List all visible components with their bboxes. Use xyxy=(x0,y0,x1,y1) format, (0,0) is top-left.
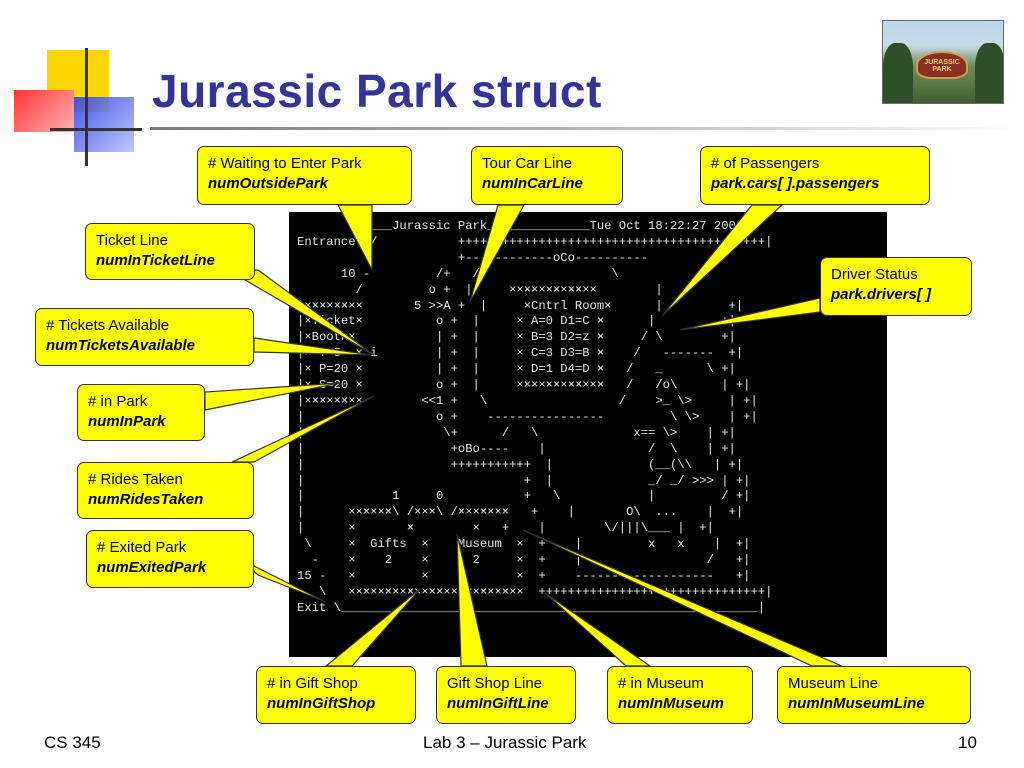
terminal-line: ___Jurassic Park______________Tue Oct 18… xyxy=(297,219,744,233)
callout-label: # in Gift Shop xyxy=(267,675,358,692)
callout-tour-car-line: Tour Car Line numInCarLine xyxy=(471,146,623,205)
callout-in-park: # in Park numInPark xyxy=(77,384,205,441)
terminal-line: 10 - /+ / \ xyxy=(297,266,619,281)
terminal-screenshot: ___Jurassic Park______________Tue Oct 18… xyxy=(289,212,887,657)
callout-variable: numInTicketLine xyxy=(96,252,215,269)
terminal-line: |× T=5 × i | + | × C=3 D3=B × / ------- … xyxy=(297,346,744,361)
callout-exited-park: # Exited Park numExitedPark xyxy=(86,530,254,588)
terminal-line: | ××××××\ /×××\ /××××××× + | O\ ... | +| xyxy=(297,505,744,520)
terminal-line: |×Ticket× o + | × A=0 D1=C × | +| xyxy=(297,314,736,329)
terminal-line: 15 - × × × + ------------------- +| xyxy=(297,568,751,583)
callout-label: # Tickets Available xyxy=(46,317,170,334)
title-underline xyxy=(150,127,1020,130)
callout-variable: numInMuseum xyxy=(618,695,724,712)
callout-num-passengers: # of Passengers park.cars[ ].passengers xyxy=(700,146,930,205)
callout-label: # in Park xyxy=(88,393,148,410)
callout-driver-status: Driver Status park.drivers[ ] xyxy=(820,257,972,316)
callout-variable: numInGiftLine xyxy=(447,695,549,712)
callout-museum-line: Museum Line numInMuseumLine xyxy=(777,666,971,724)
corner-square-blue xyxy=(74,97,134,152)
callout-variable: numOutsidePark xyxy=(208,175,329,192)
callout-label: # Rides Taken xyxy=(88,471,183,488)
terminal-text: ___Jurassic Park______________Tue Oct 18… xyxy=(289,212,887,617)
jurassic-park-logo-image: JURASSIC PARK xyxy=(882,20,1004,104)
terminal-line: Entrance / +++++++++++++++++++++++++++++… xyxy=(297,234,773,249)
callout-variable: numExitedPark xyxy=(97,559,207,576)
callout-variable: numInMuseumLine xyxy=(788,695,925,712)
callout-variable: park.drivers[ ] xyxy=(831,286,932,303)
callout-in-gift-shop: # in Gift Shop numInGiftShop xyxy=(256,666,416,724)
terminal-line: | o + ---------------- \ \> | +| xyxy=(297,409,758,424)
callout-variable: numRidesTaken xyxy=(88,491,204,508)
terminal-line: |× P=20 × | + | × D=1 D4=D × / _ \ +| xyxy=(297,362,736,377)
callout-label: Tour Car Line xyxy=(482,155,573,172)
callout-variable: numInPark xyxy=(88,413,166,430)
terminal-line: - +------------oCo---------- xyxy=(297,250,649,265)
callout-label: # Exited Park xyxy=(97,539,187,556)
callout-ticket-line: Ticket Line numInTicketLine xyxy=(85,223,255,280)
callout-label: # of Passengers xyxy=(711,155,820,172)
terminal-line: Exit \__________________________________… xyxy=(297,600,766,615)
callout-variable: numInCarLine xyxy=(482,175,583,192)
terminal-line: \ ×××××××××××××××××××××××× +++++++++++++… xyxy=(297,584,773,599)
callout-label: # Waiting to Enter Park xyxy=(208,155,362,172)
callout-variable: park.cars[ ].passengers xyxy=(711,175,880,192)
corner-line-vertical xyxy=(85,48,88,166)
callout-gift-shop-line: Gift Shop Line numInGiftLine xyxy=(436,666,576,724)
terminal-line: | +oBo---- | / \ | +| xyxy=(297,441,736,456)
terminal-line: | +++++++++++ | (__(\\ | +| xyxy=(297,457,744,472)
callout-label: Driver Status xyxy=(831,266,918,283)
callout-label: Museum Line xyxy=(788,675,879,692)
corner-square-red xyxy=(14,90,74,132)
terminal-line: |×××××××× 5 >>A + | ×Cntrl Room× | +| xyxy=(297,298,744,313)
corner-line-horizontal xyxy=(50,128,142,131)
callout-rides-taken: # Rides Taken numRidesTaken xyxy=(77,462,254,519)
terminal-line: | 1 0 + \ | / +| xyxy=(297,489,751,504)
slide-title: Jurassic Park struct xyxy=(152,65,602,117)
callout-variable: numTicketsAvailable xyxy=(46,337,195,354)
callout-in-museum: # in Museum numInMuseum xyxy=(607,666,753,724)
terminal-line: - × 2 × 2 × + | / +| xyxy=(297,553,751,568)
callout-label: Gift Shop Line xyxy=(447,675,543,692)
terminal-line: |×××××××× <<1 + \ / >_ \> | +| xyxy=(297,393,758,408)
footer-lab-title: Lab 3 – Jurassic Park xyxy=(423,733,587,752)
callout-label: Ticket Line xyxy=(96,232,168,249)
terminal-line: / o + | ×××××××××××× | xyxy=(297,282,663,297)
terminal-line: | \+ / \ x== \> | +| xyxy=(297,425,736,440)
footer-page-number: 10 xyxy=(958,733,977,752)
terminal-line: \ × Gifts × Museum × + | x x | +| xyxy=(297,537,751,552)
logo-text: JURASSIC PARK xyxy=(924,59,960,73)
callout-label: # in Museum xyxy=(618,675,704,692)
callout-waiting-to-enter-park: # Waiting to Enter Park numOutsidePark xyxy=(197,146,412,205)
terminal-line: | × × × + | \/|||\___ | +| xyxy=(297,521,714,536)
callout-tickets-available: # Tickets Available numTicketsAvailable xyxy=(35,308,254,366)
terminal-line: |×Booth× | + | × B=3 D2=z × / \ +| xyxy=(297,330,736,345)
callout-variable: numInGiftShop xyxy=(267,695,376,712)
footer-course: CS 345 xyxy=(44,733,101,752)
terminal-line: | + | _/ _/ >>> | +| xyxy=(297,473,751,488)
terminal-line: |× S=20 × o + | ×××××××××××× / /o\ | +| xyxy=(297,378,751,393)
